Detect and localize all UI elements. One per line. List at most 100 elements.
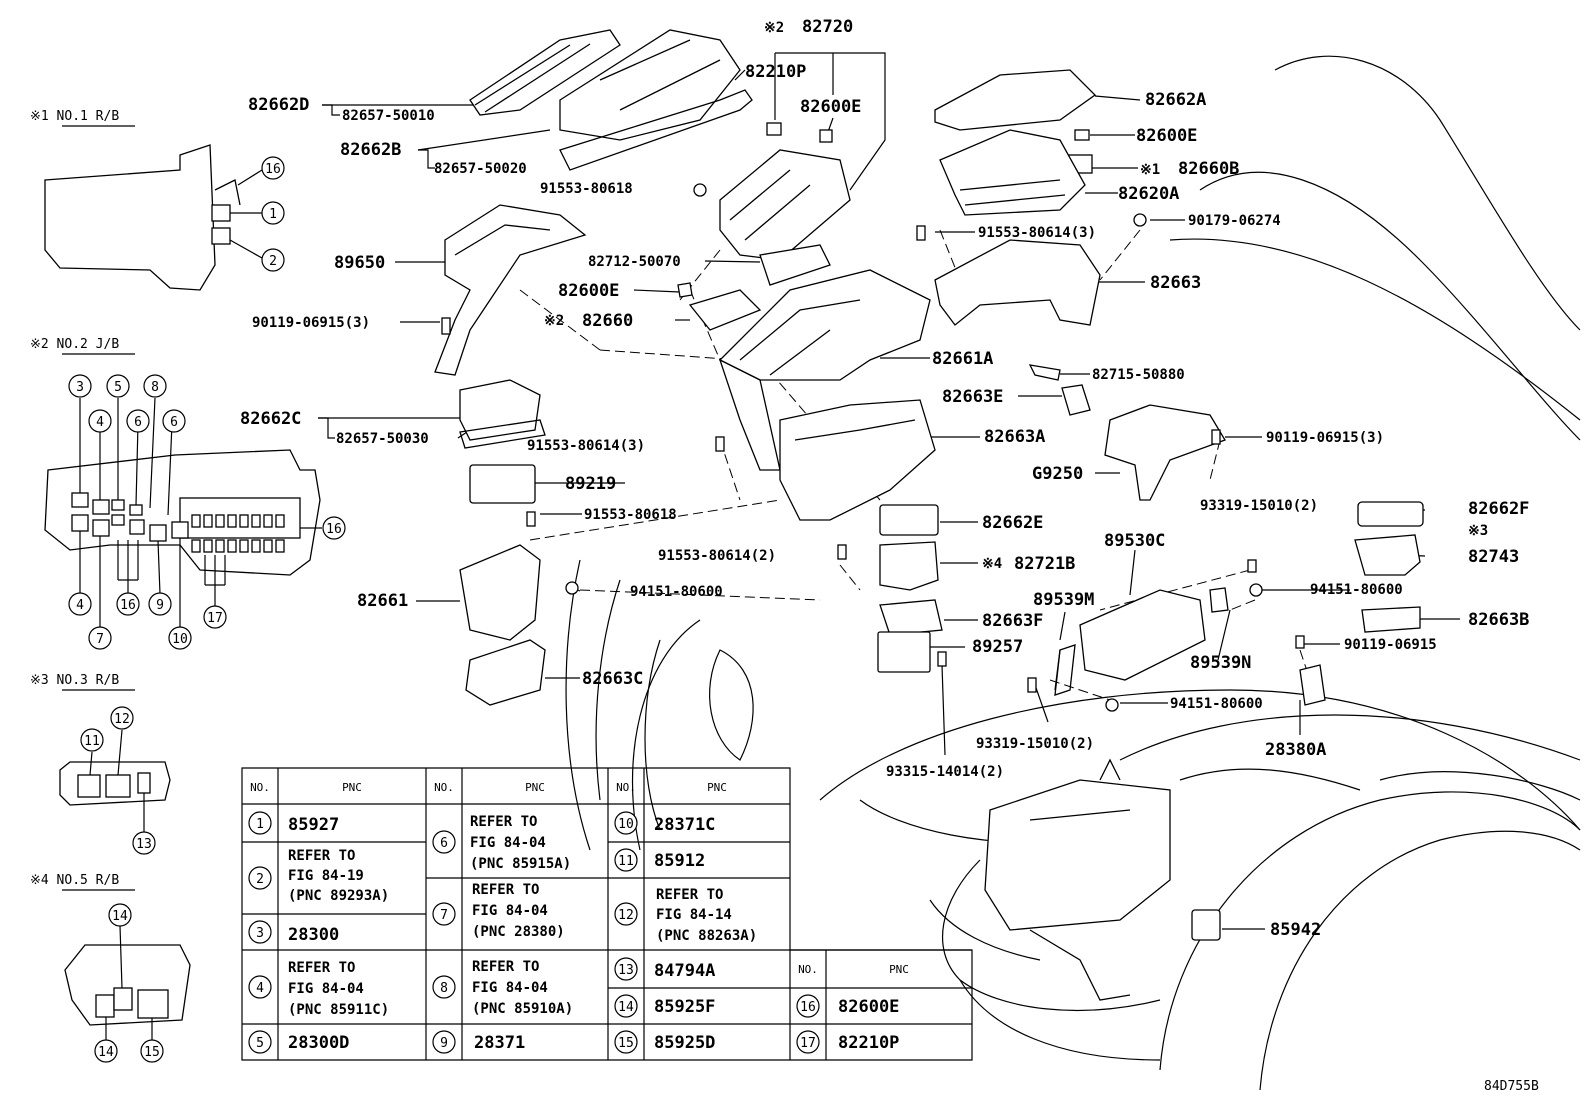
table-row-no: 17	[800, 1036, 816, 1051]
table-row-pnc: FIG 84-19	[288, 868, 364, 884]
part-85942	[1191, 909, 1221, 941]
table-row-pnc: (PNC 85915A)	[470, 856, 571, 872]
part-82661	[459, 544, 541, 641]
inset-title: ※4 NO.5 R/B	[30, 873, 119, 888]
table-row-no: 12	[618, 908, 634, 923]
label-94151-80600: 94151-80600	[1310, 582, 1403, 598]
part-89539N	[1209, 587, 1229, 613]
label-82600E: 82600E	[800, 97, 861, 117]
inset-no3-rb: ※3 NO.3 R/B 11 12 13	[30, 673, 171, 855]
table-row-pnc: REFER TO	[288, 848, 355, 864]
note-mark: ※2	[544, 313, 564, 329]
part-82620A	[939, 129, 1086, 216]
table-row-pnc: (PNC 28380)	[472, 924, 565, 940]
label-G9250: G9250	[1032, 464, 1083, 484]
callout-number: 16	[120, 598, 136, 613]
part-82743	[1354, 534, 1421, 576]
table-row-pnc: FIG 84-14	[656, 907, 732, 923]
part-82663A	[779, 399, 936, 521]
table-row-no: 3	[256, 926, 264, 941]
part-82662A	[934, 69, 1097, 131]
note-mark: ※4	[982, 556, 1002, 572]
label-82662E: 82662E	[982, 513, 1043, 533]
table-header-no: NO.	[250, 781, 270, 794]
label-89219: 89219	[565, 474, 616, 494]
part-82600E-a	[819, 129, 833, 143]
callout-number: 12	[114, 712, 130, 727]
part-82720	[719, 149, 851, 261]
callout-number: 4	[76, 598, 84, 613]
table-row-pnc: (PNC 85911C)	[288, 1002, 389, 1018]
table-row-pnc: 28371C	[654, 815, 715, 835]
label-90119-06915: 90119-06915	[1344, 637, 1437, 653]
callout-number: 3	[76, 380, 84, 395]
label-91553-80614-3: 91553-80614(3)	[978, 225, 1096, 241]
part-82662E	[879, 504, 939, 536]
label-82715-50880: 82715-50880	[1092, 367, 1185, 383]
diagram-code: 84D755B	[1484, 1079, 1539, 1094]
parts-drawings	[434, 29, 1424, 1001]
label-85942: 85942	[1270, 920, 1321, 940]
part-washer-tank	[984, 779, 1171, 931]
label-82210P: 82210P	[745, 62, 806, 82]
label-82662B: 82662B	[340, 140, 401, 160]
callout-number: 16	[265, 162, 281, 177]
part-labels: ※2 82720 82210P 82600E 82662D 82657-5001…	[240, 17, 1529, 940]
part-82663C	[465, 639, 546, 706]
table-header-pnc: PNC	[889, 963, 909, 976]
callout-number: 14	[98, 1045, 114, 1060]
part-82661A-lower	[718, 358, 781, 471]
table-row-pnc: 82600E	[838, 997, 899, 1017]
label-89539N: 89539N	[1190, 653, 1251, 673]
callout-number: 4	[96, 415, 104, 430]
callout-number: 13	[136, 837, 152, 852]
table-row-no: 10	[618, 817, 634, 832]
label-82663B: 82663B	[1468, 610, 1529, 630]
table-row-no: 13	[618, 963, 634, 978]
table-row-no: 15	[618, 1036, 634, 1051]
label-82661: 82661	[357, 591, 408, 611]
label-82657-50010: 82657-50010	[342, 108, 435, 124]
callout-number: 9	[156, 598, 164, 613]
part-89219	[469, 464, 536, 504]
label-82662C: 82662C	[240, 409, 301, 429]
table-row-pnc: REFER TO	[656, 887, 723, 903]
label-82660: 82660	[582, 311, 633, 331]
callout-number: 16	[326, 522, 342, 537]
callout-number: 11	[84, 734, 100, 749]
inset-title: ※1 NO.1 R/B	[30, 109, 119, 124]
table-row-pnc: FIG 84-04	[472, 903, 548, 919]
part-G9250	[1104, 404, 1226, 501]
label-82712-50070: 82712-50070	[588, 254, 681, 270]
label-82662A: 82662A	[1145, 90, 1206, 110]
inset-no5-rb: ※4 NO.5 R/B 14 14 15	[30, 873, 191, 1063]
label-82663C: 82663C	[582, 669, 643, 689]
part-89539M	[1054, 644, 1076, 696]
label-90119-06915-3: 90119-06915(3)	[252, 315, 370, 331]
callout-number: 2	[269, 254, 277, 269]
label-82600E: 82600E	[1136, 126, 1197, 146]
table-row-no: 4	[256, 981, 264, 996]
table-row-pnc: 28300D	[288, 1033, 349, 1053]
part-82663E	[1061, 384, 1091, 416]
part-82663F	[879, 599, 943, 636]
table-row-pnc: FIG 84-04	[472, 980, 548, 996]
label-91553-80618: 91553-80618	[540, 181, 633, 197]
inset-no2-jb: ※2 NO.2 J/B	[30, 337, 346, 650]
table-row-no: 14	[618, 1000, 634, 1015]
table-row-pnc: 28300	[288, 925, 339, 945]
label-82660B: 82660B	[1178, 159, 1239, 179]
table-row-pnc: REFER TO	[472, 882, 539, 898]
label-90119-06915-3: 90119-06915(3)	[1266, 430, 1384, 446]
label-93319-15010-2: 93319-15010(2)	[1200, 498, 1318, 514]
callout-number: 5	[114, 380, 122, 395]
callout-number: 17	[207, 611, 223, 626]
table-row-pnc: 84794A	[654, 961, 715, 981]
table-row-pnc: 85927	[288, 815, 339, 835]
table-row-no: 2	[256, 872, 264, 887]
part-82661A	[718, 269, 931, 381]
table-header-no: NO.	[434, 781, 454, 794]
callout-number: 14	[112, 909, 128, 924]
table-header-no: NO.	[616, 781, 636, 794]
